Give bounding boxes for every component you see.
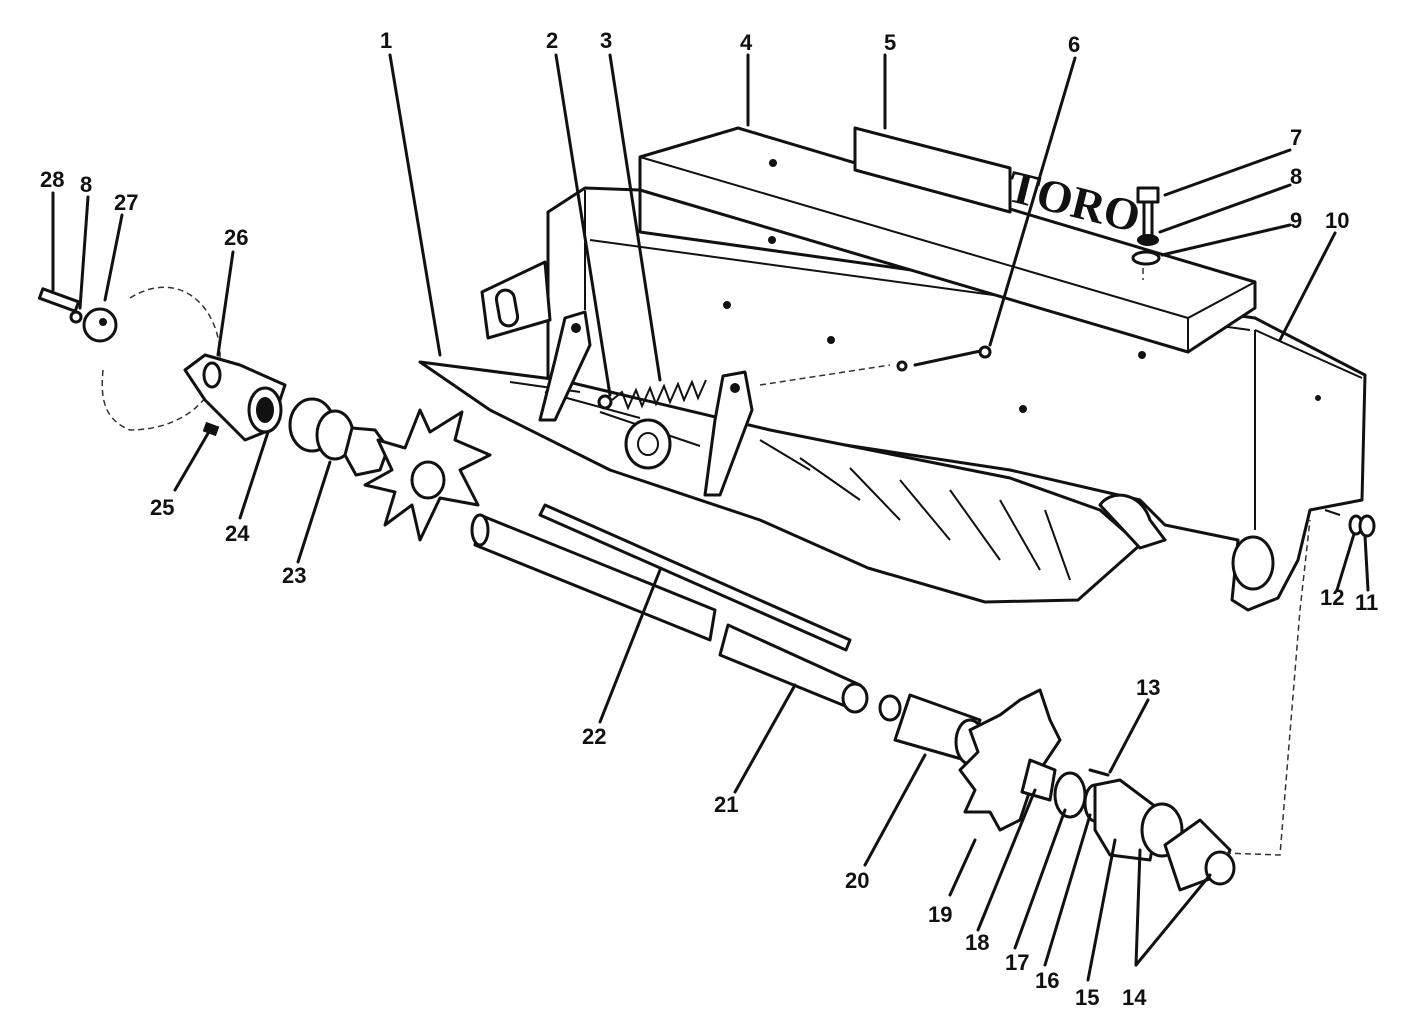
callout-1: 1 — [380, 28, 392, 53]
callout-labels: 1 2 3 4 5 6 7 8 9 10 11 12 13 14 15 16 1… — [40, 28, 1378, 1010]
callout-8-right: 8 — [1290, 164, 1302, 189]
callout-11: 11 — [1355, 590, 1378, 615]
callout-4: 4 — [740, 30, 753, 55]
callout-28: 28 — [40, 167, 64, 192]
left-hub-assembly — [37, 286, 390, 477]
callout-20: 20 — [845, 868, 869, 893]
shaft — [470, 503, 902, 722]
callout-6: 6 — [1068, 32, 1080, 57]
callout-24: 24 — [225, 521, 250, 546]
callout-2: 2 — [546, 28, 558, 53]
callout-10: 10 — [1325, 208, 1349, 233]
callout-21: 21 — [714, 792, 738, 817]
callout-22: 22 — [582, 724, 606, 749]
callout-15: 15 — [1075, 985, 1099, 1010]
callout-14: 14 — [1122, 985, 1147, 1010]
cover-bolt — [1131, 186, 1161, 280]
callout-25: 25 — [150, 495, 174, 520]
callout-17: 17 — [1005, 950, 1029, 975]
callout-8-left: 8 — [80, 172, 92, 197]
callout-7: 7 — [1290, 125, 1302, 150]
callout-26: 26 — [224, 225, 248, 250]
right-hub-assembly — [893, 519, 1311, 892]
right-nut-washer — [1324, 509, 1376, 538]
callout-5: 5 — [884, 30, 896, 55]
callout-23: 23 — [282, 563, 306, 588]
adjuster-brackets — [538, 310, 992, 497]
top-cover — [638, 126, 1257, 354]
callout-18: 18 — [965, 930, 989, 955]
callout-3: 3 — [600, 28, 612, 53]
callout-12: 12 — [1320, 585, 1344, 610]
callout-9: 9 — [1290, 208, 1302, 233]
callout-13: 13 — [1136, 675, 1160, 700]
housing — [480, 186, 1367, 612]
left-star-wheel — [363, 408, 492, 542]
leader-lines — [51, 53, 1370, 982]
callout-27: 27 — [114, 190, 138, 215]
callout-16: 16 — [1035, 968, 1059, 993]
callout-19: 19 — [928, 902, 952, 927]
